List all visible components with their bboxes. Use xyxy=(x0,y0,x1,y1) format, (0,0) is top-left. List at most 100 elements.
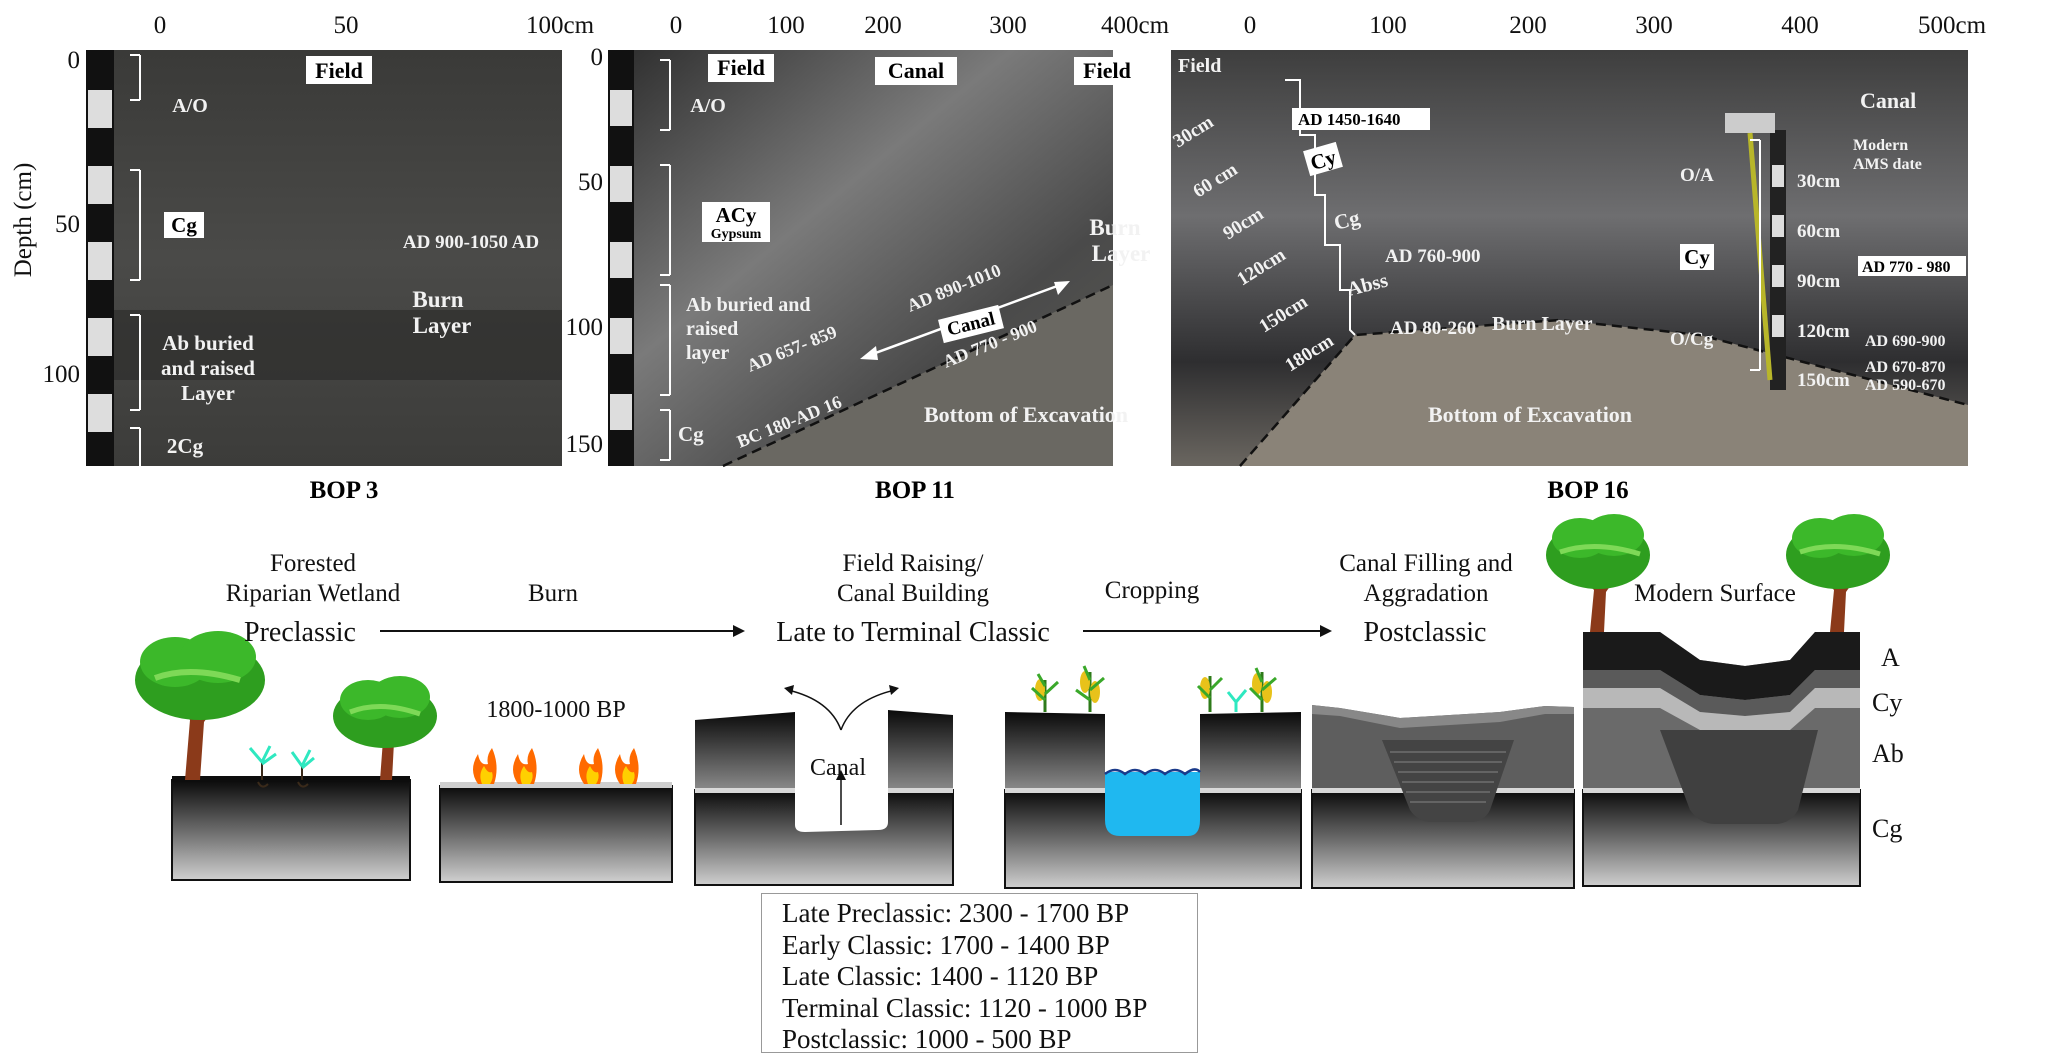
chronology-entry: Late Classic: 1400 - 1120 BP xyxy=(782,961,1099,991)
excavation-label: Bottom of Excavation xyxy=(924,402,1128,427)
period-label: Postclassic xyxy=(1364,617,1487,648)
corn-plant-icon xyxy=(1030,665,1277,712)
tag-canal: Canal xyxy=(888,58,944,83)
tag-canal: Canal xyxy=(1860,88,1916,113)
axis-tick: 300 xyxy=(1635,12,1673,39)
axis-tick: 100 xyxy=(1369,12,1407,39)
stage1-block xyxy=(171,776,411,881)
date-label: AD 80-260 xyxy=(1390,318,1476,339)
axis-tick: 400cm xyxy=(1101,12,1170,39)
photo-bop3 xyxy=(86,50,562,466)
ams-label: AMS date xyxy=(1853,156,1922,173)
stage2-block xyxy=(439,782,673,883)
depth-label: 90cm xyxy=(1797,271,1840,292)
axis-tick: 0 xyxy=(154,12,167,39)
excavation-floor-bop16 xyxy=(1240,320,1968,466)
depth-tick: 0 xyxy=(591,44,604,71)
stage-title: Canal Building xyxy=(837,580,990,607)
photo-panel-bop11 xyxy=(608,50,1114,468)
chronology-entry: Early Classic: 1700 - 1400 BP xyxy=(782,929,1110,960)
horizon-key: Ab xyxy=(1872,739,1904,768)
stage-title: Field Raising/ xyxy=(843,550,984,577)
stage6-block xyxy=(1582,632,1861,887)
horizon-label: Ab buried and xyxy=(686,294,811,316)
tag-field: Field xyxy=(717,55,765,80)
stage-title: Modern Surface xyxy=(1634,580,1796,607)
horizon-key: A xyxy=(1881,643,1900,672)
panel-caption-bop3: BOP 3 xyxy=(310,477,379,504)
axis-tick: 100cm xyxy=(526,12,595,39)
stage-title: Aggradation xyxy=(1364,580,1489,607)
depth-tick: 150 xyxy=(566,431,604,458)
horizon-label: 2Cg xyxy=(167,434,204,458)
horizon-label: Cy xyxy=(1684,245,1710,269)
stage-title: Forested xyxy=(270,550,357,577)
timeline-arrow xyxy=(380,625,1332,637)
date-tag: AD 770 - 980 xyxy=(1862,259,1950,276)
depth-tick: 100 xyxy=(43,361,81,388)
date-label: AD 690-900 xyxy=(1865,333,1945,350)
date-label: AD 590-670 xyxy=(1865,377,1945,394)
date-label: AD 900-1050 AD xyxy=(403,232,539,253)
period-label: Preclassic xyxy=(244,617,356,648)
chronology-legend: Late Preclassic: 2300 - 1700 BP Early Cl… xyxy=(761,893,1198,1054)
date-label: AD 670-870 xyxy=(1865,359,1945,376)
axis-tick: 100 xyxy=(767,12,805,39)
stage-title: Riparian Wetland xyxy=(226,580,401,607)
axis-tick: 50 xyxy=(334,12,359,39)
burn-layer-label: Layer xyxy=(413,313,472,338)
photo-panel-bop16 xyxy=(1171,50,1969,467)
axis-tick: 300 xyxy=(989,12,1027,39)
stage-title: Burn xyxy=(528,580,579,607)
horizon-label: Cg xyxy=(171,213,197,237)
axis-tick: 200 xyxy=(864,12,902,39)
tag-field: Field xyxy=(315,58,363,83)
depth-axis-label: Depth (cm) xyxy=(10,163,37,278)
canal-water xyxy=(1105,772,1200,836)
depth-label: 60cm xyxy=(1797,221,1840,242)
horizon-label: Gypsum xyxy=(711,227,762,242)
canal-label: Canal xyxy=(810,755,866,781)
tree-icon xyxy=(1546,514,1650,632)
photo-panel-bop3 xyxy=(86,50,562,466)
depth-tick: 50 xyxy=(55,211,80,238)
horizon-label: and raised xyxy=(161,356,255,380)
panel-caption-bop16: BOP 16 xyxy=(1547,477,1628,504)
depth-label: 150cm xyxy=(1797,370,1850,391)
burn-layer-label: Burn xyxy=(1089,215,1140,240)
scale-bar-bop11 xyxy=(608,50,634,466)
stage4-block xyxy=(1004,712,1302,889)
tree-icon xyxy=(135,631,265,780)
ams-label: Modern xyxy=(1853,137,1908,154)
period-label: Late to Terminal Classic xyxy=(776,617,1050,648)
burn-layer-label: Layer xyxy=(1092,241,1151,266)
stage-title: Canal Filling and xyxy=(1339,550,1513,577)
horizon-key: Cg xyxy=(1872,814,1902,843)
trowel xyxy=(1725,113,1775,133)
horizon-label: O/Cg xyxy=(1670,329,1714,350)
depth-tick: 50 xyxy=(578,169,603,196)
chronology-entry: Postclassic: 1000 - 500 BP xyxy=(782,1024,1072,1054)
tag-field: Field xyxy=(1083,58,1131,83)
axis-tick: 0 xyxy=(1244,12,1257,39)
depth-tick: 0 xyxy=(68,47,81,74)
depth-label: 30cm xyxy=(1797,171,1840,192)
fire-icon xyxy=(473,748,639,784)
seedling-icon xyxy=(248,745,315,788)
burn-dates-label: 1800-1000 BP xyxy=(486,697,625,723)
horizon-label: A/O xyxy=(172,95,208,117)
stage5-block xyxy=(1311,705,1575,889)
date-tag: AD 1450-1640 xyxy=(1298,110,1400,129)
axis-tick: 400 xyxy=(1781,12,1819,39)
horizon-label: ACy xyxy=(716,203,757,227)
horizon-label: layer xyxy=(686,342,729,364)
axis-tick: 0 xyxy=(670,12,683,39)
horizon-label: Layer xyxy=(181,381,235,405)
tag-field: Field xyxy=(1178,55,1221,77)
tree-icon xyxy=(333,676,437,780)
burn-layer-label: Burn Layer xyxy=(1492,313,1593,335)
depth-tick: 100 xyxy=(566,314,604,341)
stage3-block xyxy=(694,685,954,886)
horizon-label: raised xyxy=(686,318,738,340)
